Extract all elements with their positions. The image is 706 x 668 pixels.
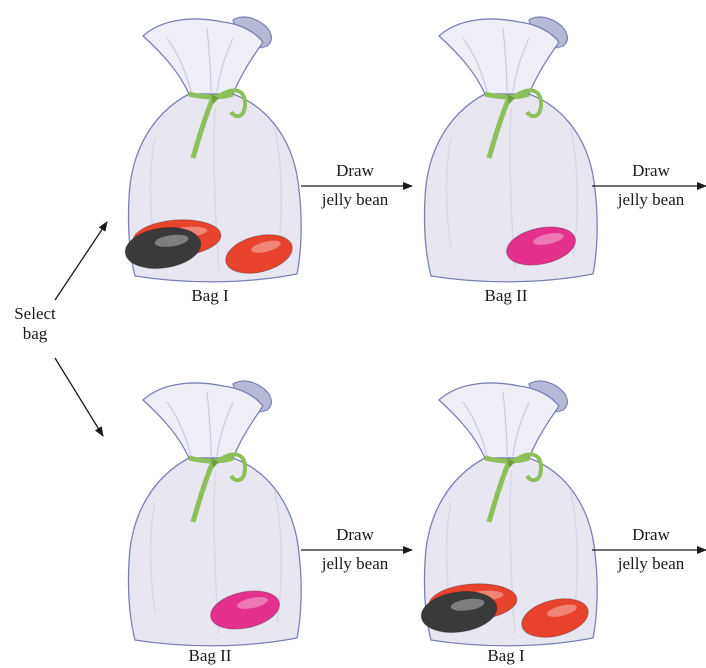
- bag-label-bottom-right: Bag I: [456, 646, 556, 666]
- draw-label-line1: Draw: [300, 525, 410, 545]
- draw-label-line1: Draw: [300, 161, 410, 181]
- draw-label-bottom-1: Draw jelly bean: [300, 525, 410, 574]
- bag-bottom-right: [419, 381, 598, 646]
- arrow-select-up: [55, 222, 107, 300]
- bag-top-right: [424, 17, 597, 282]
- draw-label-line2: jelly bean: [596, 190, 706, 210]
- bag-bottom-left: [128, 381, 301, 646]
- draw-label-line1: Draw: [596, 161, 706, 181]
- draw-label-line2: jelly bean: [300, 554, 410, 574]
- draw-label-bottom-2: Draw jelly bean: [596, 525, 706, 574]
- draw-label-top-1: Draw jelly bean: [300, 161, 410, 210]
- draw-label-top-2: Draw jelly bean: [596, 161, 706, 210]
- draw-label-line2: jelly bean: [596, 554, 706, 574]
- bag-label-top-left: Bag I: [160, 286, 260, 306]
- arrow-select-down: [55, 358, 103, 436]
- select-label-line2: bag: [0, 324, 70, 344]
- draw-label-line2: jelly bean: [300, 190, 410, 210]
- bag-label-bottom-left: Bag II: [160, 646, 260, 666]
- draw-label-line1: Draw: [596, 525, 706, 545]
- bag-label-top-right: Bag II: [456, 286, 556, 306]
- bag-top-left: [123, 17, 302, 282]
- select-bag-label: Select bag: [0, 304, 70, 344]
- select-label-line1: Select: [0, 304, 70, 324]
